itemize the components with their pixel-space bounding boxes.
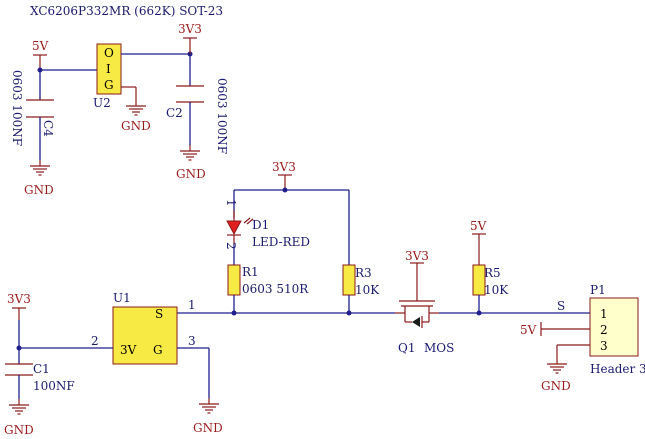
c2-ref-label: C2 xyxy=(166,106,183,120)
q1-ref-label: Q1 xyxy=(398,341,415,355)
vcc-3v3-port-a: 3V3 xyxy=(178,22,202,54)
net-label-gnd: GND xyxy=(176,167,206,181)
c4-value-label: 0603 100NF xyxy=(10,70,24,146)
junction-dot xyxy=(282,187,288,193)
vcc-5v-port-b: 5V xyxy=(470,219,487,265)
c1-value-label: 100NF xyxy=(33,379,75,393)
u2-ref-label: U2 xyxy=(93,96,111,110)
u1-pin-3v: 3V xyxy=(120,343,137,357)
net-label-3v3: 3V3 xyxy=(7,292,31,306)
vcc-3v3-port-c: 3V3 xyxy=(405,249,429,293)
q1-value-label: MOS xyxy=(424,341,454,355)
vcc-3v3-port-d: 3V3 xyxy=(7,292,31,320)
r3-ref-label: R3 xyxy=(355,266,372,280)
vcc-3v3-port-b: 3V3 xyxy=(272,160,296,190)
d1-pin2: 2 xyxy=(224,242,238,250)
vcc-5v-port-c: 5V xyxy=(520,322,590,337)
capacitor-c1[interactable] xyxy=(5,363,33,376)
resistor-r1[interactable] xyxy=(227,264,241,296)
p1-pin3: 3 xyxy=(600,339,608,353)
d1-pin1: 1 xyxy=(224,199,238,207)
net-label-gnd: GND xyxy=(541,379,571,393)
regulator-title: XC6206P332MR (662K) SOT-23 xyxy=(30,4,223,18)
ground-symbol xyxy=(29,159,51,176)
net-label-5v: 5V xyxy=(32,39,49,53)
u1-pin1-number: 1 xyxy=(188,298,196,312)
sensor-u1[interactable]: S 3V G xyxy=(112,306,178,365)
net-label-3v3: 3V3 xyxy=(178,22,202,36)
net-label-3v3: 3V3 xyxy=(272,160,296,174)
p1-pin1: 1 xyxy=(600,307,608,321)
u2-pin-i: I xyxy=(106,62,111,76)
u1-pin-g: G xyxy=(153,343,163,357)
r5-value-label: 10K xyxy=(484,283,509,297)
net-label-gnd: GND xyxy=(24,183,54,197)
c4-ref-label: C4 xyxy=(41,120,55,137)
u2-pin-g: G xyxy=(104,78,114,92)
net-label-gnd: GND xyxy=(4,423,34,437)
net-label-signal: S xyxy=(557,299,565,313)
junction-dot xyxy=(346,310,352,316)
c1-ref-label: C1 xyxy=(33,362,50,376)
net-label-5v: 5V xyxy=(520,323,537,337)
r1-ref-label: R1 xyxy=(242,265,259,279)
resistor-r3[interactable] xyxy=(342,264,356,296)
net-label-gnd: GND xyxy=(193,421,223,435)
ground-symbol xyxy=(125,99,147,116)
ground-symbol xyxy=(546,357,568,374)
r1-value-label: 0603 510R xyxy=(242,282,309,296)
ground-symbol xyxy=(8,398,30,415)
u2-pin-o: O xyxy=(104,46,114,60)
u1-pin-s: S xyxy=(155,307,163,321)
vcc-5v-port-a: 5V xyxy=(32,39,49,70)
led-d1[interactable] xyxy=(226,210,254,244)
net-label-3v3: 3V3 xyxy=(405,249,429,263)
capacitor-c4[interactable] xyxy=(26,99,54,118)
p1-pin2: 2 xyxy=(600,323,608,337)
c2-value-label: 0603 100NF xyxy=(215,78,229,154)
p1-ref-label: P1 xyxy=(590,283,606,297)
junction-dot xyxy=(231,310,237,316)
capacitor-c2[interactable] xyxy=(176,85,204,103)
net-label-gnd: GND xyxy=(121,119,151,133)
ground-symbol xyxy=(179,144,201,161)
u1-ref-label: U1 xyxy=(113,291,131,305)
regulator-u2[interactable]: O I G xyxy=(96,43,122,95)
ground-symbol xyxy=(198,397,220,414)
u1-pin3-number: 3 xyxy=(188,334,196,348)
d1-value-label: LED-RED xyxy=(252,235,310,249)
net-label-5v: 5V xyxy=(470,219,487,233)
header-p1[interactable]: 1 2 3 xyxy=(589,297,639,357)
junction-dot xyxy=(16,345,22,351)
r5-ref-label: R5 xyxy=(484,266,501,280)
d1-ref-label: D1 xyxy=(252,218,269,232)
mosfet-q1[interactable] xyxy=(395,293,439,328)
r3-value-label: 10K xyxy=(355,283,380,297)
p1-value-label: Header 3 xyxy=(590,362,645,376)
u1-pin2-number: 2 xyxy=(91,334,99,348)
